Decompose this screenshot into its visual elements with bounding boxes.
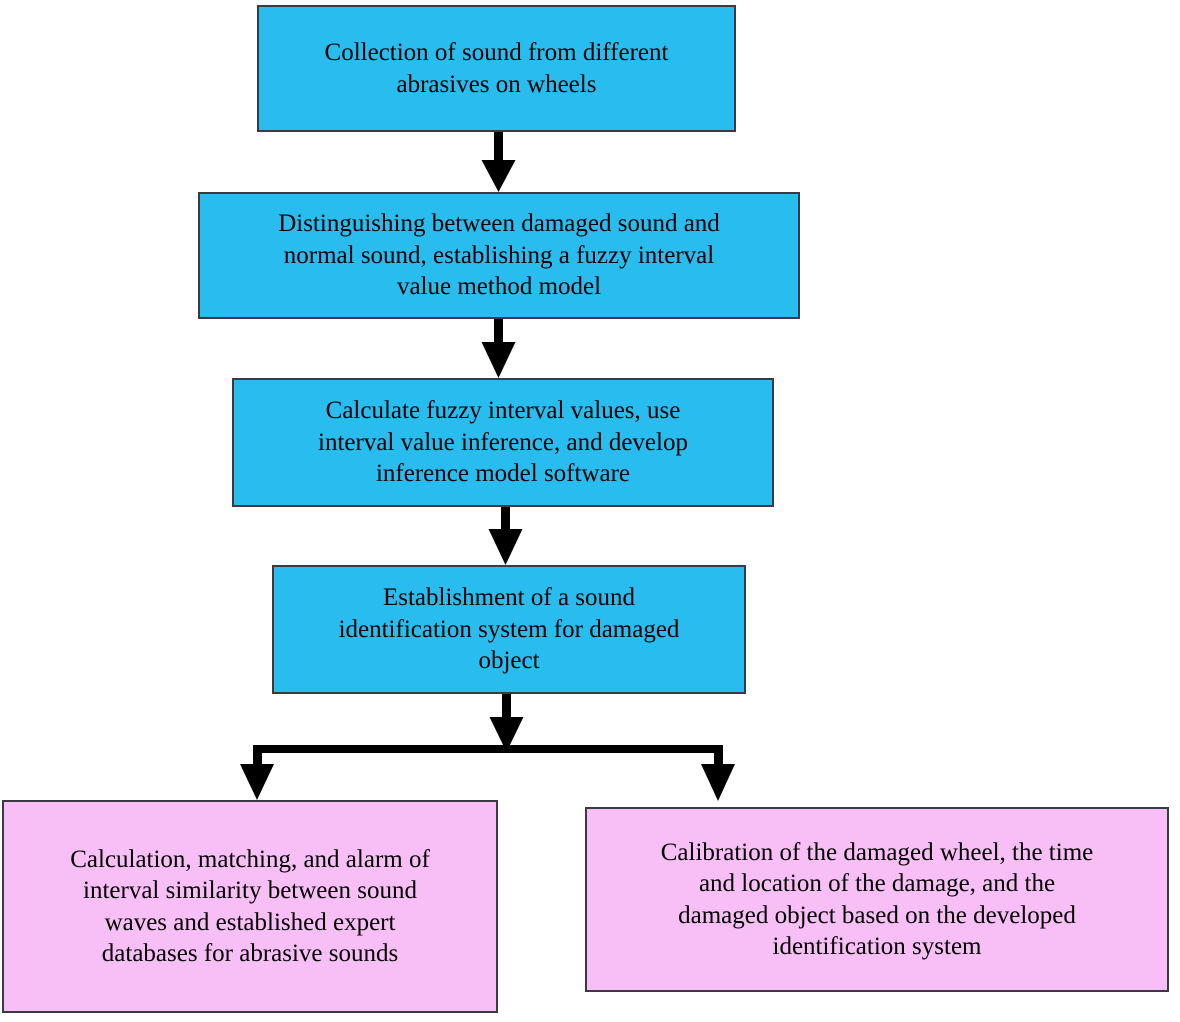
distinguishing-node-label: Distinguishing between damaged sound and… <box>278 210 720 301</box>
calibration-node[interactable]: Calibration of the damaged wheel, the ti… <box>585 807 1169 992</box>
arrow-split-to-calibration <box>701 745 735 801</box>
split-bar <box>253 745 723 753</box>
establishment-node-label: Establishment of a sound identification … <box>338 584 680 675</box>
calculate-node[interactable]: Calculate fuzzy interval values, use int… <box>232 378 774 507</box>
arrow-collection-to-distinguishing <box>481 131 516 192</box>
arrow-establishment-to-split <box>489 693 524 752</box>
calculation-matching-node[interactable]: Calculation, matching, and alarm of inte… <box>2 800 498 1013</box>
calculate-node-label: Calculate fuzzy interval values, use int… <box>318 397 688 488</box>
arrow-calculate-to-establishment <box>488 506 523 565</box>
collection-node[interactable]: Collection of sound from different abras… <box>257 5 736 132</box>
distinguishing-node[interactable]: Distinguishing between damaged sound and… <box>198 192 800 319</box>
establishment-node[interactable]: Establishment of a sound identification … <box>272 565 746 694</box>
calculation-matching-node-label: Calculation, matching, and alarm of inte… <box>70 845 430 968</box>
collection-node-label: Collection of sound from different abras… <box>324 39 669 98</box>
calibration-node-label: Calibration of the damaged wheel, the ti… <box>660 838 1094 961</box>
arrow-split-to-calculation-matching <box>240 745 274 800</box>
arrow-distinguishing-to-calculate <box>481 318 516 378</box>
